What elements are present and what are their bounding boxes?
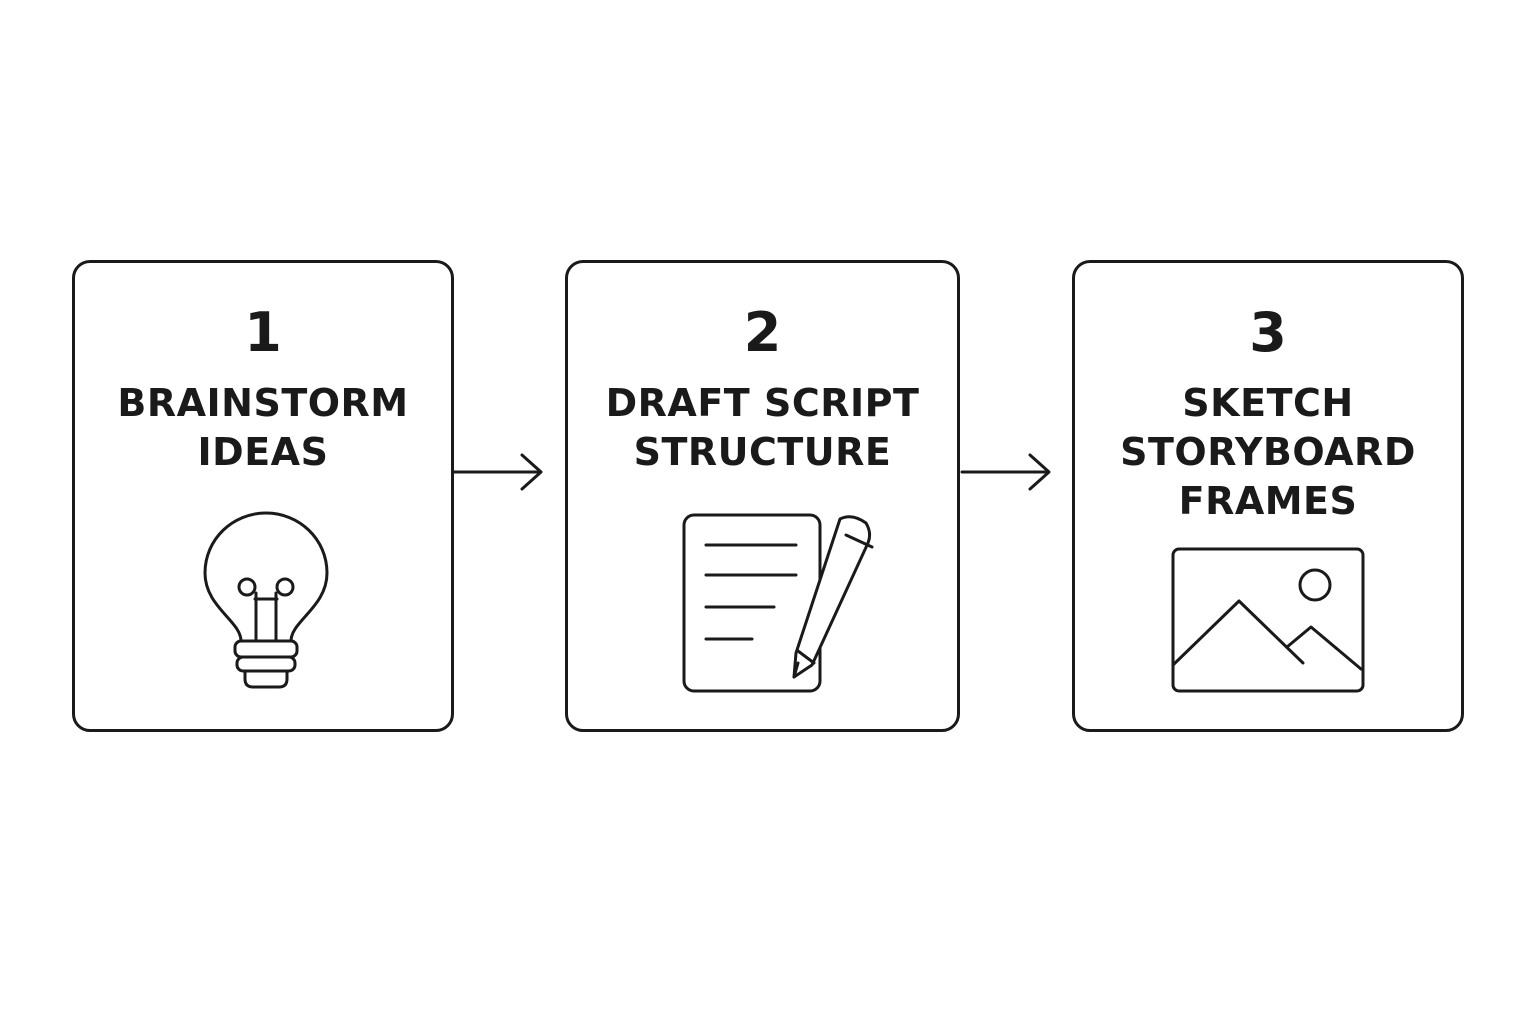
step-label-line: BRAINSTORM xyxy=(117,381,409,425)
arrow-right-icon xyxy=(452,453,543,491)
step-label-line: FRAMES xyxy=(1178,479,1358,523)
step-card-brainstorm: 1 BRAINSTORM IDEAS xyxy=(72,260,454,732)
step-number: 1 xyxy=(244,301,282,364)
document-pencil-icon xyxy=(682,513,874,693)
step-card-storyboard: 3 SKETCH STORYBOARD FRAMES xyxy=(1072,260,1464,732)
step-label-line: DRAFT SCRIPT xyxy=(605,381,920,425)
step-card-draft-script: 2 DRAFT SCRIPT STRUCTURE xyxy=(565,260,960,732)
step-label-line: STORYBOARD xyxy=(1120,430,1416,474)
step-number: 2 xyxy=(743,301,782,364)
step-label-line: SKETCH xyxy=(1182,381,1354,425)
step-label: DRAFT SCRIPT STRUCTURE xyxy=(568,379,957,477)
step-label-line: IDEAS xyxy=(197,430,329,474)
image-frame-icon xyxy=(1171,547,1365,693)
step-label-line: STRUCTURE xyxy=(633,430,892,474)
step-number: 3 xyxy=(1249,301,1287,364)
lightbulb-icon xyxy=(203,511,329,689)
arrow-right-icon xyxy=(960,453,1051,491)
step-label: BRAINSTORM IDEAS xyxy=(75,379,451,477)
step-label: SKETCH STORYBOARD FRAMES xyxy=(1075,379,1461,526)
